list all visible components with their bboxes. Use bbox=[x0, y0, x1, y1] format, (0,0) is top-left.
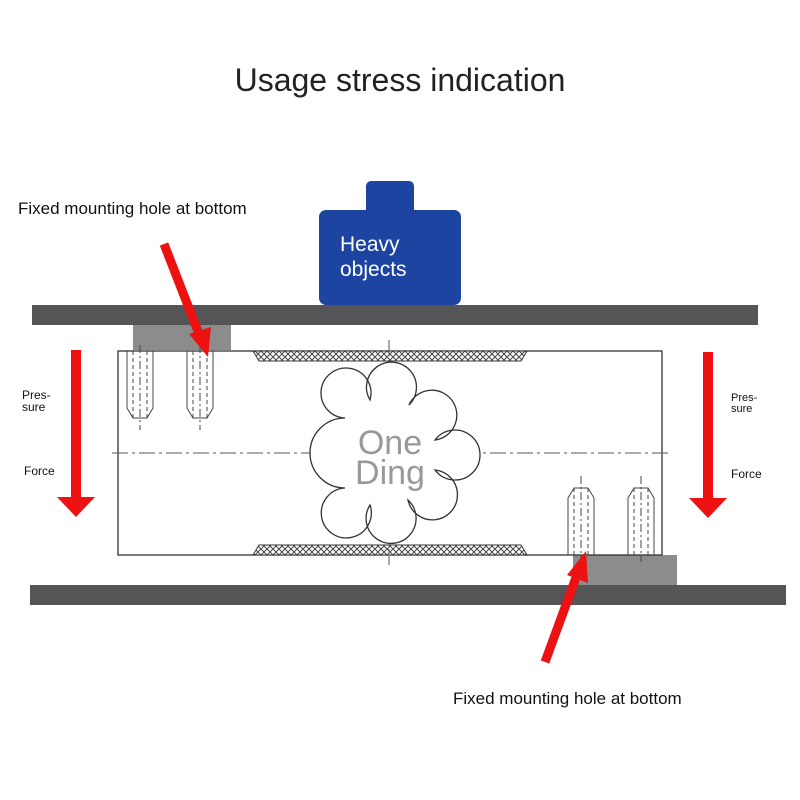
force-arrow-right bbox=[689, 352, 727, 518]
heavy-object-block bbox=[319, 181, 461, 305]
heavy-objects-line1: Heavy bbox=[340, 233, 400, 256]
pointer-arrow-top bbox=[159, 242, 211, 357]
sensing-cutout bbox=[309, 361, 481, 545]
right-pressure-label: Pres- sure bbox=[731, 393, 757, 415]
right-pressure-line1: Pres- bbox=[731, 392, 758, 404]
top-plate bbox=[32, 305, 758, 325]
mounting-hole-top-left-1 bbox=[126, 345, 154, 430]
right-force-label: Force bbox=[731, 467, 762, 481]
left-pressure-label: Pres- sure bbox=[22, 389, 51, 413]
pointer-arrow-bottom bbox=[540, 551, 588, 664]
watermark-line1: One bbox=[357, 424, 423, 462]
strain-gauge-bottom bbox=[252, 544, 528, 556]
mount-label-top: Fixed mounting hole at bottom bbox=[18, 199, 247, 218]
force-arrow-left bbox=[57, 350, 95, 517]
left-pressure-line2: sure bbox=[22, 400, 46, 414]
strain-gauge-top bbox=[252, 350, 528, 362]
diagram-title: Usage stress indication bbox=[234, 62, 566, 98]
mount-label-bottom: Fixed mounting hole at bottom bbox=[453, 689, 682, 708]
top-spacer-block bbox=[133, 325, 231, 350]
mounting-hole-bottom-right-2 bbox=[627, 476, 655, 562]
right-pressure-line2: sure bbox=[731, 403, 753, 415]
watermark-line2: Ding bbox=[355, 454, 425, 492]
heavy-objects-label: Heavy objects bbox=[340, 232, 407, 282]
mounting-hole-top-left-2 bbox=[186, 345, 214, 430]
watermark-logo: One Ding bbox=[330, 424, 450, 492]
bottom-spacer-block bbox=[573, 555, 677, 585]
bottom-plate bbox=[30, 585, 786, 605]
left-pressure-line1: Pres- bbox=[22, 388, 51, 402]
left-force-label: Force bbox=[24, 464, 55, 478]
mounting-hole-bottom-right-1 bbox=[567, 476, 595, 562]
heavy-objects-line2: objects bbox=[340, 258, 407, 281]
